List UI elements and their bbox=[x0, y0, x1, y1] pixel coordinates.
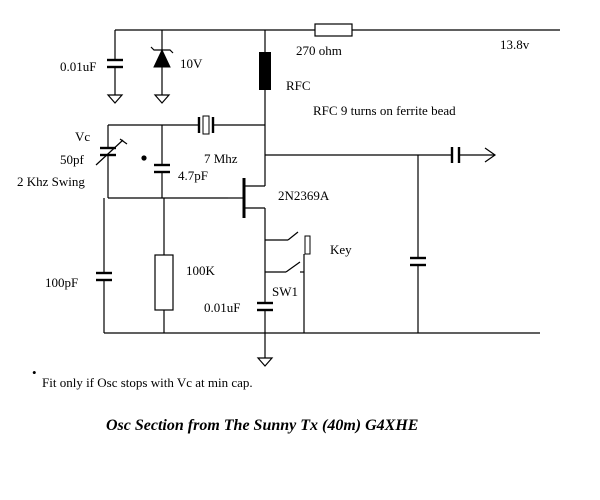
key-and-switch bbox=[264, 231, 311, 333]
decoupling-cap-label: 0.01uF bbox=[60, 59, 96, 74]
ground-symbol bbox=[256, 357, 274, 367]
transistor-2n2369a bbox=[228, 178, 266, 240]
zener-diode bbox=[150, 30, 174, 95]
footnote-text: Fit only if Osc stops with Vc at min cap… bbox=[42, 375, 253, 390]
trimmer-capacitor-vc bbox=[95, 125, 128, 198]
decoupling-capacitor bbox=[107, 30, 123, 95]
output-shunt-capacitor bbox=[410, 155, 426, 333]
vc-name-label: Vc bbox=[75, 129, 90, 144]
vc-value-label: 50pf bbox=[60, 152, 85, 167]
choke-note: RFC 9 turns on ferrite bead bbox=[313, 103, 456, 118]
ground-symbol bbox=[106, 94, 124, 104]
rf-choke bbox=[259, 30, 271, 178]
diagram-caption: Osc Section from The Sunny Tx (40m) G4XH… bbox=[106, 417, 418, 434]
switch-label: SW1 bbox=[272, 284, 298, 299]
resistor-270-ohm bbox=[314, 23, 353, 37]
cap-4p7-label: 4.7pF bbox=[178, 168, 208, 183]
optional-marker bbox=[141, 155, 147, 161]
choke-label: RFC bbox=[286, 78, 311, 93]
crystal-7mhz bbox=[108, 115, 265, 135]
supply-voltage-label: 13.8v bbox=[500, 37, 530, 52]
resistor-label: 270 ohm bbox=[296, 43, 342, 58]
resistor-100k-label: 100K bbox=[186, 263, 216, 278]
crystal-label: 7 Mhz bbox=[204, 151, 238, 166]
output-coupling bbox=[265, 147, 497, 163]
ground-symbol bbox=[153, 94, 171, 104]
cap-100p-label: 100pF bbox=[45, 275, 78, 290]
transistor-label: 2N2369A bbox=[278, 188, 330, 203]
emitter-cap-label: 0.01uF bbox=[204, 300, 240, 315]
resistor-100k bbox=[154, 198, 174, 333]
vc-swing-label: 2 Khz Swing bbox=[17, 174, 85, 189]
key-label: Key bbox=[330, 242, 352, 257]
capacitor-4p7pf bbox=[141, 125, 170, 198]
capacitor-100pf bbox=[96, 198, 112, 333]
footnote-bullet: • bbox=[32, 365, 37, 380]
emitter-capacitor bbox=[257, 301, 273, 358]
zener-label: 10V bbox=[180, 56, 203, 71]
